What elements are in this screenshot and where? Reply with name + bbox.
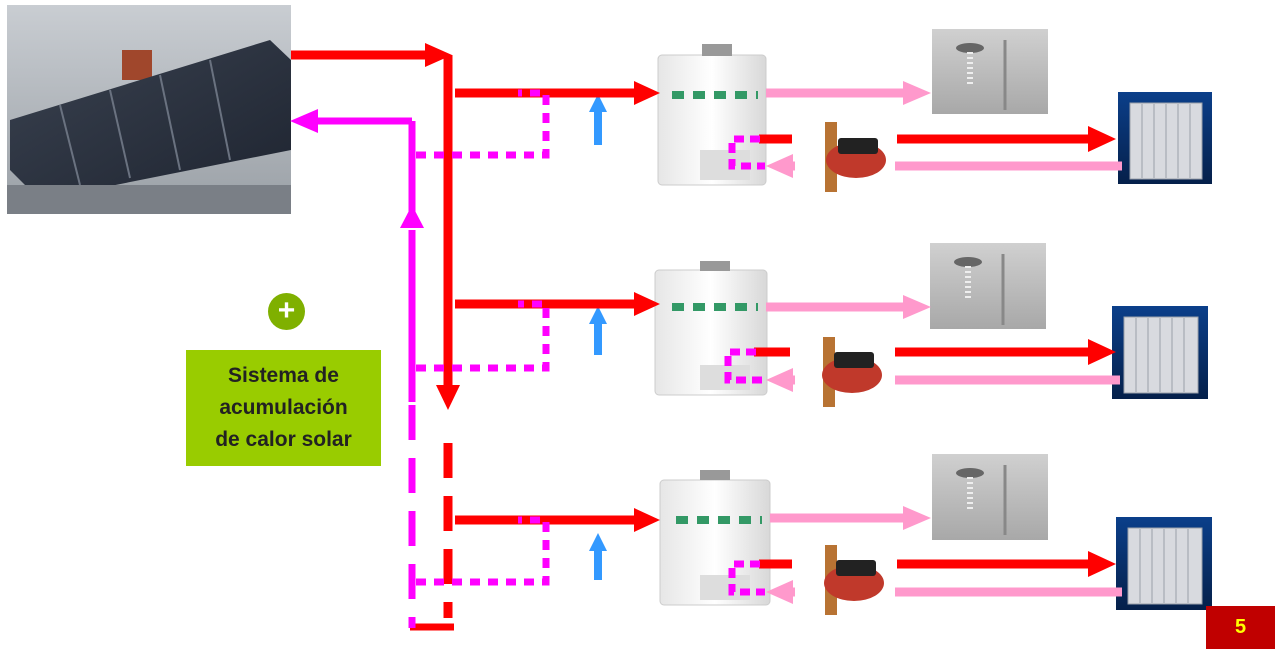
solar-storage-label: Sistema de acumulación de calor solar	[186, 350, 381, 466]
circulation-pump-icon	[822, 337, 882, 407]
solar-storage-text: Sistema de acumulación de calor solar	[215, 364, 352, 451]
showers	[930, 29, 1048, 540]
wall-boiler-icon	[657, 44, 767, 186]
return-arrowheads	[290, 109, 424, 228]
page-number: 5	[1206, 606, 1275, 649]
hot-arrowheads	[425, 43, 1116, 577]
heat-exchangers	[672, 91, 762, 524]
wall-boiler-icon	[654, 261, 768, 396]
return-lines	[315, 89, 765, 628]
circulation-pump-icon	[825, 122, 886, 192]
radiators	[1112, 92, 1212, 610]
radiator-icon	[1118, 92, 1212, 184]
radiator-icon	[1112, 306, 1208, 399]
radiator-icon	[1116, 517, 1212, 610]
wall-boiler-icon	[659, 470, 771, 606]
shower-photo	[932, 29, 1048, 114]
solar-collector	[7, 5, 291, 214]
hot-supply-lines	[291, 50, 1090, 631]
boiler-units	[654, 44, 771, 606]
plus-badge: +	[268, 293, 305, 330]
shower-photo	[930, 243, 1046, 329]
warm-arrowheads	[766, 81, 931, 604]
circulation-pump-icon	[824, 545, 884, 615]
pumps	[822, 122, 886, 615]
shower-photo	[932, 454, 1048, 540]
cold-water-arrows	[589, 94, 607, 580]
